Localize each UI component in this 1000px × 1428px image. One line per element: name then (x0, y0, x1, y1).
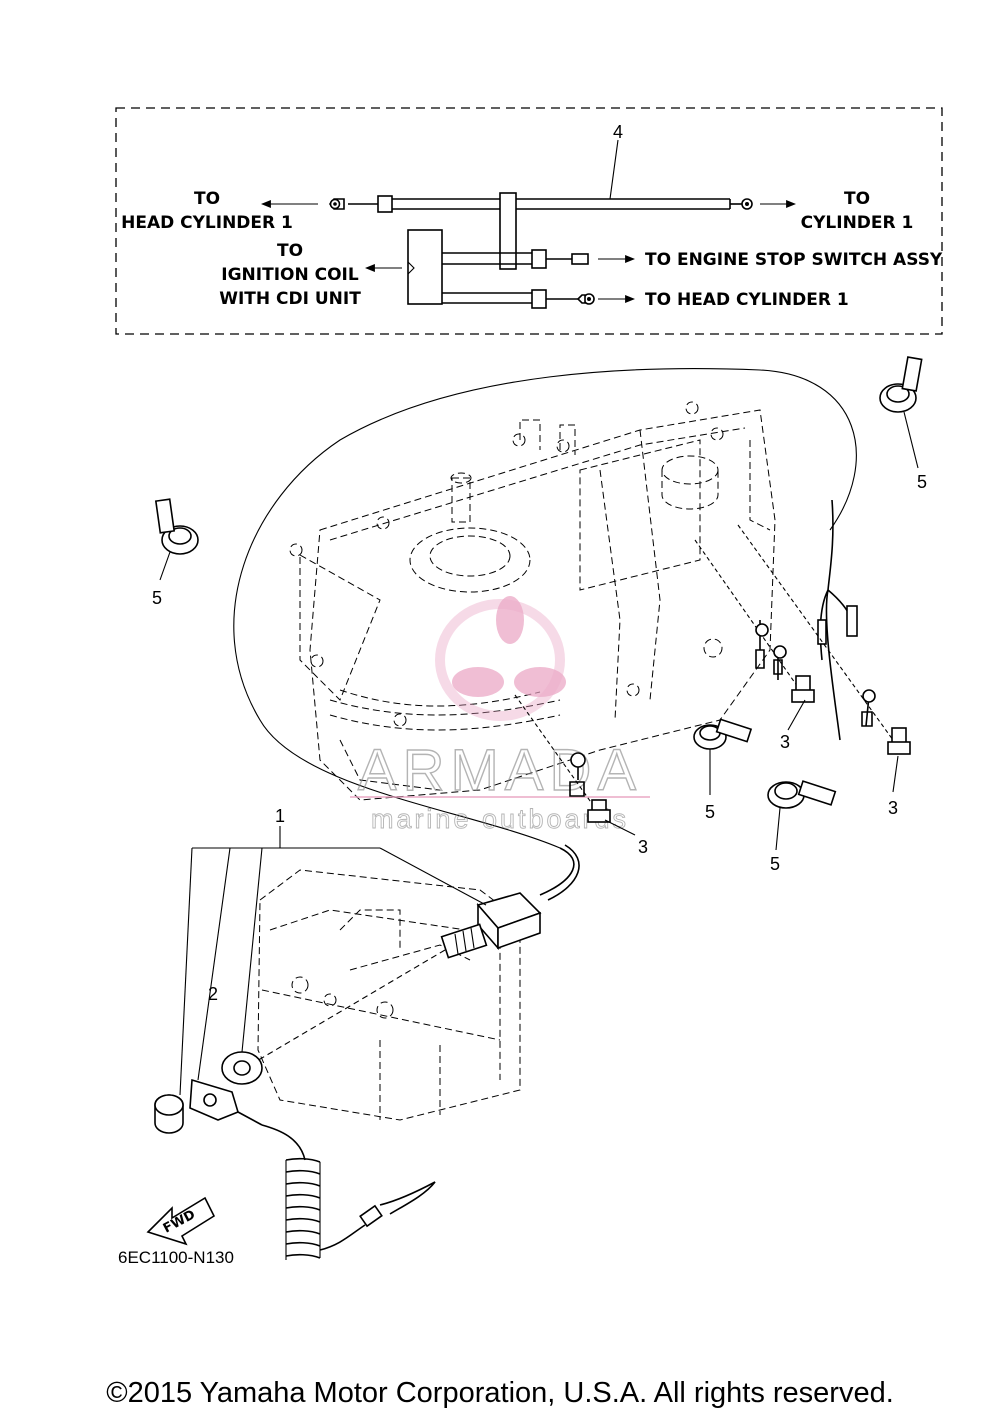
clamp-5-lower (767, 780, 837, 809)
nut (221, 1051, 263, 1085)
callout-3b: 3 (888, 798, 898, 818)
switch-cap (154, 1094, 184, 1134)
callout-5a: 5 (152, 588, 162, 608)
clamp-5-top-right (879, 356, 923, 413)
diagram-code: 6EC1100-N130 (118, 1248, 234, 1267)
callout-5d: 5 (770, 854, 780, 874)
callout-1: 1 (275, 806, 285, 826)
wiring-harness-inset: TO HEAD CYLINDER 1 TO CYLINDER 1 TO IGNI… (115, 107, 943, 335)
label-to-cylinder-line1: TO (844, 189, 870, 209)
clamp-5-left (154, 498, 199, 555)
harness-wire-loop (233, 368, 857, 849)
callout-5c: 5 (705, 802, 715, 822)
label-to-head-cylinder-left-line2: HEAD CYLINDER 1 (121, 213, 293, 233)
engine-block-outline (233, 368, 857, 849)
label-to-cylinder-line2: CYLINDER 1 (801, 213, 914, 233)
label-engine-stop-switch: TO ENGINE STOP SWITCH ASSY (645, 250, 943, 270)
bolt-3-lower (587, 799, 611, 823)
lower-bracket-outline (257, 869, 521, 1121)
callout-3a: 3 (780, 732, 790, 752)
label-to-ignition-line3: WITH CDI UNIT (219, 289, 361, 309)
engine-stop-switch (440, 892, 542, 959)
connector-left (377, 195, 393, 213)
bolt-3-middle (791, 675, 815, 703)
connector-head-cylinder (531, 289, 547, 309)
callout-3c: 3 (638, 837, 648, 857)
fwd-arrow-icon: FWD (146, 1196, 216, 1246)
label-head-cylinder-right: TO HEAD CYLINDER 1 (645, 290, 849, 310)
lanyard-coil (261, 1124, 436, 1260)
callout-2: 2 (208, 984, 218, 1004)
lock-plate (189, 1078, 263, 1126)
watermark: ARMADA marine outboards (350, 596, 650, 834)
armada-logo-icon (435, 596, 566, 721)
connector-stop-switch (531, 249, 547, 269)
inset-dashed-border (115, 107, 943, 335)
callout-1-bracket (179, 826, 487, 1096)
harness-parts (154, 356, 923, 851)
label-to-head-cylinder-left-line1: TO (194, 189, 220, 209)
stop-switch-assembly (154, 844, 580, 1260)
label-to-ignition-line1: TO (277, 241, 303, 261)
copyright-notice: ©2015 Yamaha Motor Corporation, U.S.A. A… (106, 1377, 894, 1409)
label-to-ignition-line2: IGNITION COIL (221, 265, 359, 285)
clamp-5-mid (693, 718, 753, 750)
harness-clamp (499, 192, 517, 270)
watermark-brand: ARMADA (358, 738, 642, 803)
callout-5b: 5 (917, 472, 927, 492)
callout-4: 4 (613, 122, 623, 142)
bolt-3-right (887, 727, 911, 755)
watermark-tagline: marine outboards (371, 804, 629, 834)
